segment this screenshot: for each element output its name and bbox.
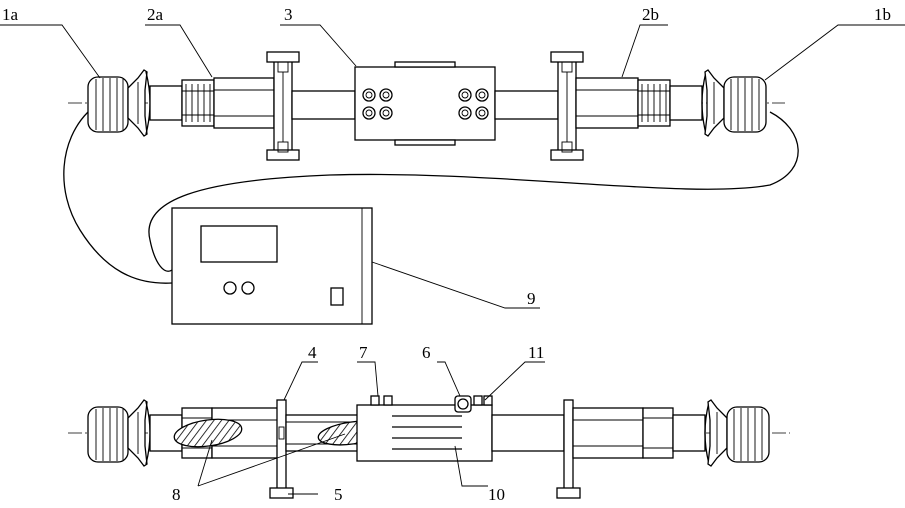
- top-assembly: [64, 52, 798, 324]
- label-8: 8: [172, 485, 181, 504]
- right-shaft-housing-2b: [576, 78, 638, 128]
- label-1a: 1a: [2, 5, 19, 24]
- bottom-coupling-block: [357, 396, 492, 461]
- label-1b: 1b: [874, 5, 891, 24]
- label-9: 9: [527, 289, 536, 308]
- bottom-assembly: [68, 396, 790, 498]
- bottom-right-middle-shaft: [492, 415, 564, 451]
- label-10: 10: [488, 485, 505, 504]
- display-screen: [201, 226, 277, 262]
- left-motor-1a: [88, 70, 150, 136]
- left-shaft-housing-2a: [214, 78, 274, 128]
- left-coupling: [150, 80, 214, 126]
- label-2b: 2b: [642, 5, 659, 24]
- right-middle-shaft: [495, 91, 558, 119]
- right-coupling: [638, 80, 702, 126]
- center-coupling-block-3: [355, 62, 495, 145]
- bottom-left-motor: [88, 400, 150, 466]
- controller-box-9: [172, 208, 372, 324]
- left-middle-shaft: [292, 91, 355, 119]
- label-5: 5: [334, 485, 343, 504]
- right-motor-1b: [702, 70, 766, 136]
- label-11: 11: [528, 343, 544, 362]
- label-7: 7: [359, 343, 368, 362]
- label-2a: 2a: [147, 5, 164, 24]
- label-4: 4: [308, 343, 317, 362]
- label-3: 3: [284, 5, 293, 24]
- bottom-right-shaft: [573, 408, 643, 458]
- label-6: 6: [422, 343, 431, 362]
- bottom-right-motor: [705, 400, 769, 466]
